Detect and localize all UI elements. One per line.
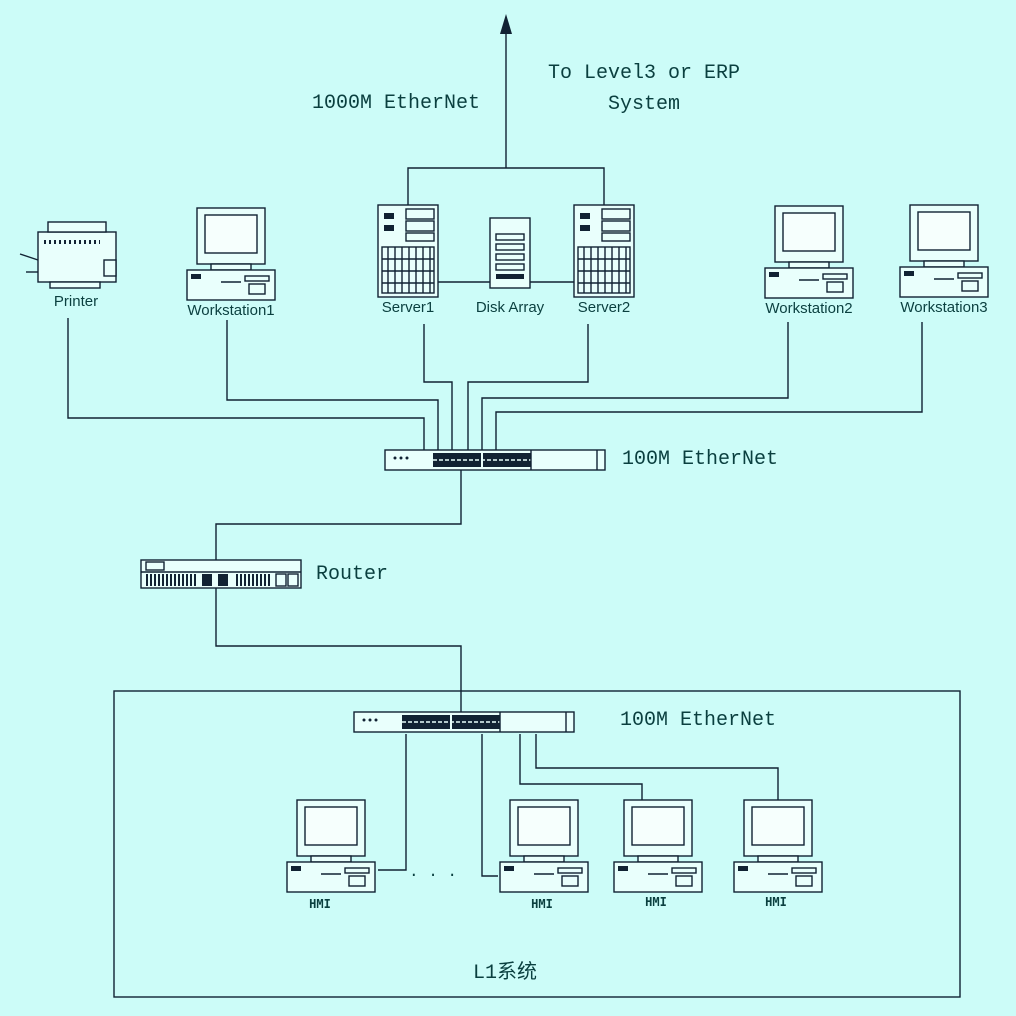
hmi2-icon	[499, 799, 589, 893]
hmi1-link	[378, 734, 407, 871]
server2-icon	[573, 204, 635, 298]
router-label: Router	[316, 563, 389, 586]
l1-network-speed-label: 100M EtherNet	[620, 709, 777, 732]
top-switch-icon	[384, 449, 606, 471]
router-icon	[140, 559, 302, 589]
hmi2-label: HMI	[531, 897, 553, 911]
server2-label: Server2	[577, 299, 631, 316]
workstation3-label: Workstation3	[900, 299, 988, 316]
workstation2-icon	[764, 205, 854, 299]
hmi2-link	[481, 734, 498, 877]
server-uplink-lines	[407, 167, 605, 205]
hmi4-link	[535, 734, 779, 800]
uplink-arrow-icon	[500, 14, 512, 34]
disk-array-label: Disk Array	[475, 299, 545, 316]
hmi3-label: HMI	[645, 895, 667, 909]
server1-icon	[377, 204, 439, 298]
l1-system-title: L1系统	[472, 962, 538, 985]
workstation2-link	[481, 322, 789, 450]
hmi1-icon	[286, 799, 376, 893]
server1-label: Server1	[381, 299, 435, 316]
switch-router-link	[215, 470, 462, 560]
workstation2-label: Workstation2	[765, 300, 853, 317]
l1-switch-icon	[353, 711, 575, 733]
workstation1-link	[226, 320, 439, 450]
printer-icon	[19, 221, 117, 289]
workstation3-icon	[899, 204, 989, 298]
hmi4-icon	[733, 799, 823, 893]
hmi3-link	[519, 734, 643, 800]
hmi-ellipsis: · · ·	[408, 866, 458, 884]
workstation3-link	[495, 322, 923, 450]
server1-link	[423, 324, 453, 450]
uplink-speed-label: 1000M EtherNet	[312, 92, 481, 115]
l1-system-frame	[113, 690, 961, 998]
router-l1-link	[215, 588, 462, 712]
hmi4-label: HMI	[765, 895, 787, 909]
hmi3-icon	[613, 799, 703, 893]
uplink-destination-line1: To Level3 or ERP	[547, 62, 741, 85]
server2-link	[467, 324, 589, 450]
workstation1-icon	[186, 207, 276, 301]
printer-label: Printer	[53, 293, 99, 310]
top-network-speed-label: 100M EtherNet	[622, 448, 779, 471]
workstation1-label: Workstation1	[187, 302, 275, 319]
hmi1-label: HMI	[309, 897, 331, 911]
disk-array-icon	[489, 217, 531, 289]
uplink-destination-line2: System	[607, 93, 681, 116]
printer-link	[67, 318, 425, 450]
